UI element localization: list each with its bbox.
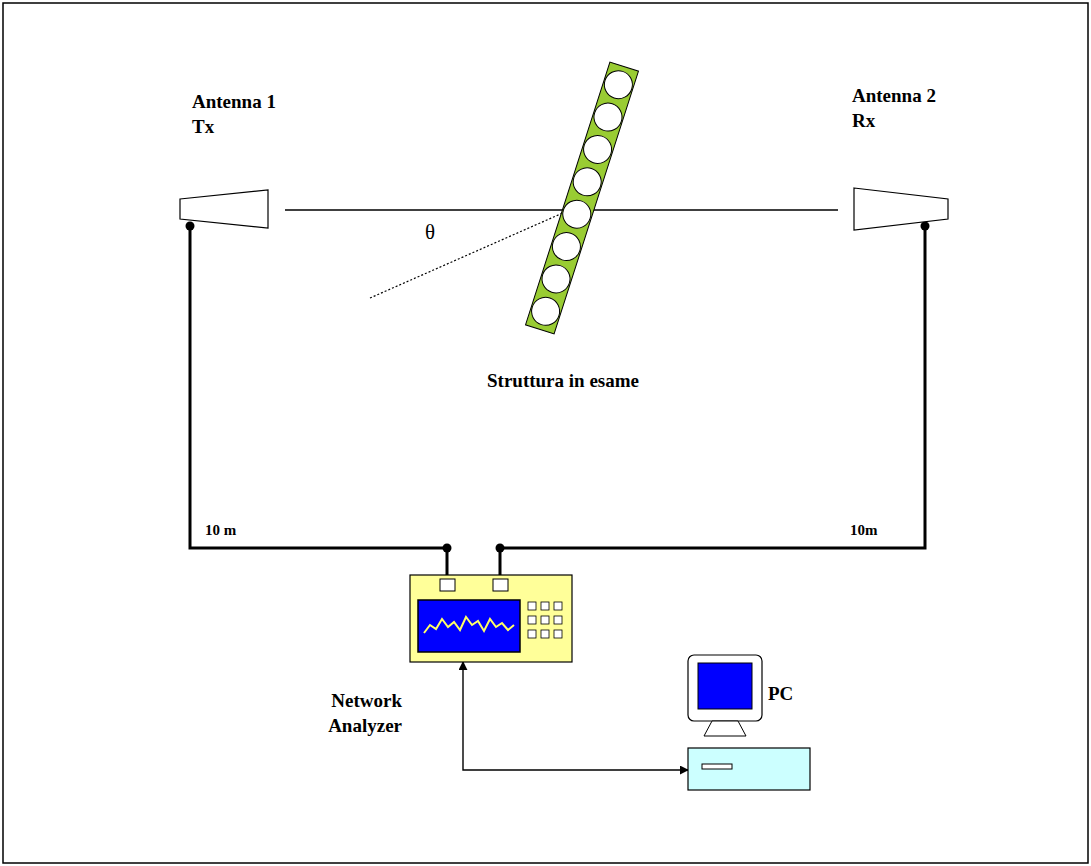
- node-label: Antenna 1 Tx: [192, 90, 302, 139]
- analyzer-key: [541, 616, 549, 624]
- antenna-tx: Antenna 1 Tx: [180, 190, 270, 228]
- angle-symbol: θ: [425, 220, 435, 245]
- connector-dot: [496, 544, 505, 553]
- structure-label: Struttura in esame: [487, 370, 639, 392]
- analyzer-key: [541, 602, 549, 610]
- analyzer-port: [493, 579, 508, 591]
- structure-element: [538, 261, 573, 296]
- node-label: Antenna 2 Rx: [852, 84, 962, 133]
- analyzer-key: [528, 602, 536, 610]
- data-link: [463, 662, 688, 770]
- node-illustration: [180, 190, 270, 228]
- node-illustration: [852, 188, 950, 230]
- analyzer-key: [554, 602, 562, 610]
- normal-line: [370, 212, 565, 298]
- analyzer-body: [410, 575, 572, 662]
- monitor-screen: [698, 663, 752, 709]
- line-of-sight: [285, 209, 838, 210]
- screen-trace: [424, 617, 514, 633]
- analyzer-key: [554, 630, 562, 638]
- analyzer-key: [528, 630, 536, 638]
- node-label: Network Analyzer: [310, 689, 402, 738]
- structure-element: [549, 229, 584, 264]
- structure-element: [590, 99, 625, 134]
- structure-elements: [528, 67, 636, 329]
- structure-element: [528, 294, 563, 329]
- analyzer-key: [541, 630, 549, 638]
- horn-antenna: [180, 190, 268, 228]
- structure-element: [570, 164, 605, 199]
- coax-cable: [190, 226, 447, 575]
- monitor-case: [688, 655, 762, 721]
- cable-length: 10m: [850, 522, 878, 539]
- frame-border: [3, 3, 1088, 863]
- structure-element: [601, 67, 636, 102]
- connector-dot: [186, 222, 195, 231]
- coax-cable: [500, 226, 925, 575]
- node-label: PC: [768, 682, 808, 707]
- analyzer-key: [528, 616, 536, 624]
- cable-length: 10 m: [205, 522, 236, 539]
- connector-dot: [443, 544, 452, 553]
- structure-under-test: [526, 62, 639, 334]
- node-illustration: [410, 575, 572, 662]
- structure-strip: [526, 62, 639, 334]
- network-analyzer: Network Analyzer: [410, 575, 572, 662]
- structure-element: [580, 132, 615, 167]
- antenna-rx: Antenna 2 Rx: [852, 188, 950, 230]
- structure-element: [559, 197, 594, 232]
- pc-case: [688, 748, 810, 790]
- analyzer-screen: [418, 600, 520, 652]
- monitor-stand: [704, 721, 746, 736]
- horn-antenna: [854, 188, 948, 230]
- node-illustration: [688, 650, 813, 795]
- pc: PC: [688, 650, 813, 795]
- analyzer-key: [554, 616, 562, 624]
- analyzer-port: [440, 579, 455, 591]
- disk-slot: [702, 764, 732, 769]
- connector-dot: [921, 222, 930, 231]
